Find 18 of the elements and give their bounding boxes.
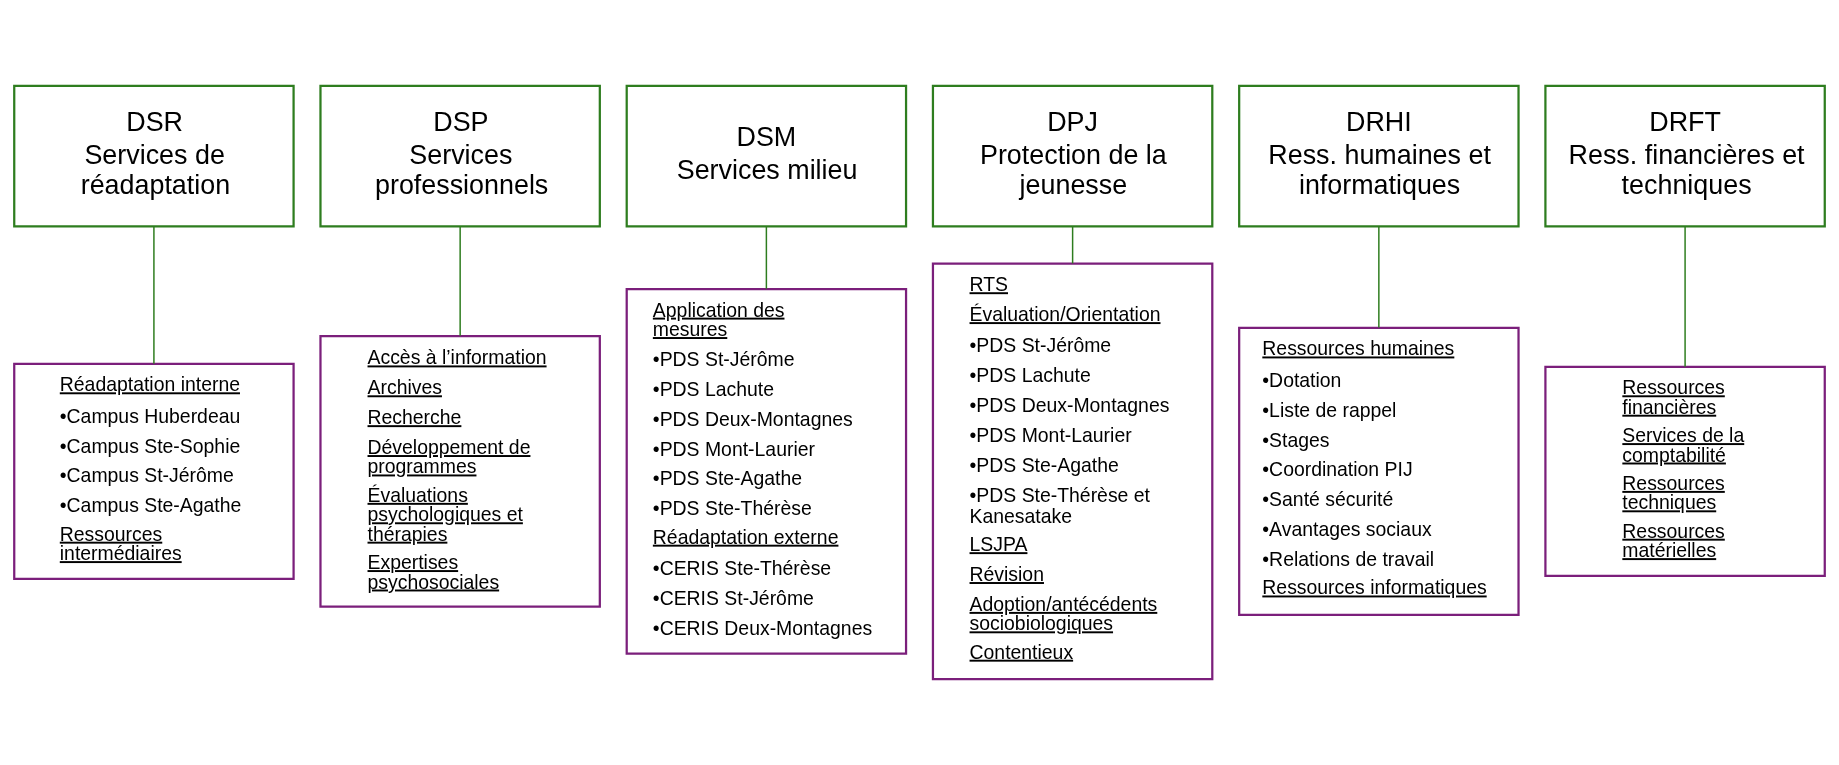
connector [153,225,155,365]
connector [1378,225,1380,329]
node-box: Application des mesures •PDS St-Jérôme •PDS Lachute •PDS Deux-Montagnes •PDS Mont-Laurier •PDS Ste-Agathe •PDS Ste-Thérèse Réadaptation externe •CERIS Ste-Thérèse •CERIS St-Jérôme •CERIS Deux-Montagnes [625,288,908,655]
node-box: DRHI Ress. humaines et informatiques [1238,84,1520,228]
node-box: Ressources humaines •Dotation •Liste de rappel •Stages •Coordination PIJ •Santé sécurité •Avantages sociaux •Relations de travail Ressources informatiques [1238,326,1520,616]
node-box: RTS Évaluation/Orientation •PDS St-Jérôme •PDS Lachute •PDS Deux-Montagnes •PDS Mont-Laurier •PDS Ste-Agathe •PDS Ste-Thérèse et Kanesatake LSJPA Révision Adoption/antécédents sociobiologiques Contentieux [931,262,1214,681]
connector [1071,225,1074,265]
node-box: Ressources financières Services de la comptabilité Ressources techniques Ressources matérielles [1544,365,1826,578]
connector [459,225,461,337]
node-box: DSR Services de réadaptation [13,84,295,228]
connector [1684,225,1686,368]
connector [765,225,768,290]
node-box: DPJ Protection de la jeunesse [931,84,1214,228]
node-box: DSM Services milieu [625,84,908,228]
node-box: DSP Services professionnels [319,84,601,228]
node-box: Réadaptation interne •Campus Huberdeau •Campus Ste-Sophie •Campus St-Jérôme •Campus Ste-Agathe Ressources intermédiaires [13,362,295,581]
node-box: DRFT Ress. financières et techniques [1544,84,1826,228]
node-box: Accès à l’information Archives Recherche Développement de programmes Évaluations psychologiques et thérapies Expertises psychosociales [319,335,601,608]
